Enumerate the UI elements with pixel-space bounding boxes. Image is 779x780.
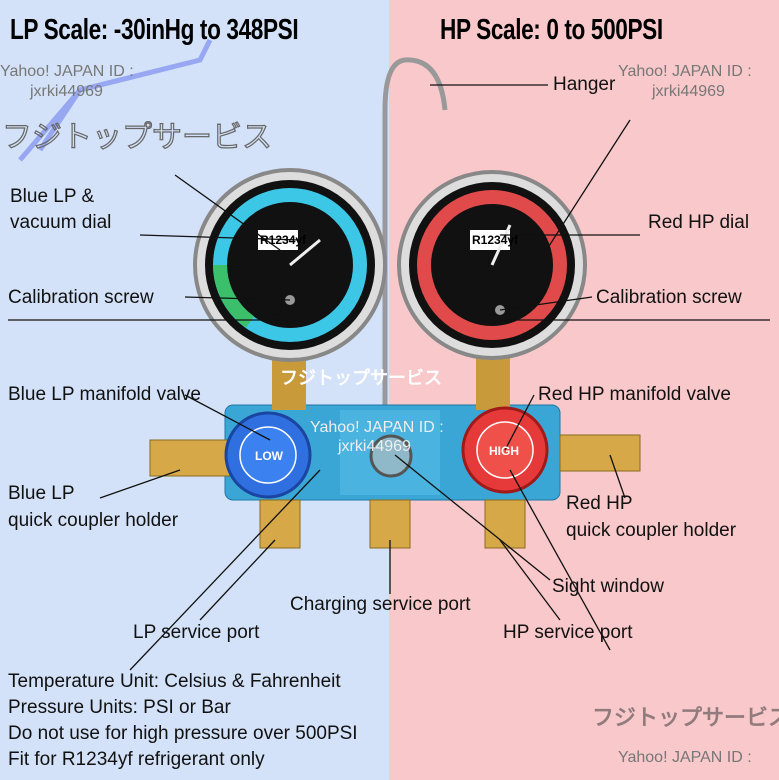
- label-red-hp-dial: Red HP dial: [648, 212, 750, 233]
- note-warning: Do not use for high pressure over 500PSI: [8, 723, 358, 744]
- label-charging-port: Charging service port: [290, 594, 471, 615]
- label-blue-lp: Blue LP &: [10, 186, 95, 207]
- label-hanger: Hanger: [553, 74, 616, 95]
- hanger-hook: [382, 57, 448, 405]
- label-lp-service-port: LP service port: [133, 622, 260, 643]
- hp-scale-title: HP Scale: 0 to 500PSI: [440, 14, 663, 46]
- watermark-brand: フジトップサービス: [1, 120, 272, 154]
- label-red-hp-valve: Red HP manifold valve: [538, 384, 731, 405]
- label-calibration-screw-right: Calibration screw: [596, 287, 742, 308]
- label-blue-lp-coupler: Blue LP: [8, 483, 75, 504]
- watermark-arrow-icon: [18, 38, 213, 162]
- hp-gauge-refrigerant: R1234yf: [472, 233, 519, 247]
- watermark-brand: フジトップサービス: [592, 705, 779, 730]
- lp-gauge-refrigerant: R1234yf: [260, 233, 307, 247]
- lp-service-port: [259, 499, 301, 549]
- leader-lines: [8, 84, 770, 671]
- sight-window: [369, 434, 413, 478]
- label-sight-window: Sight window: [552, 576, 664, 597]
- label-blue-lp-coupler-2: quick coupler holder: [8, 510, 179, 531]
- watermark-brand: フジトップサービス: [280, 368, 442, 388]
- lp-background: [0, 0, 389, 780]
- note-temperature: Temperature Unit: Celsius & Fahrenheit: [8, 671, 341, 692]
- hp-coupler: [559, 434, 641, 472]
- label-calibration-screw-left: Calibration screw: [8, 287, 154, 308]
- watermark-id-value: jxrki44969: [652, 83, 725, 100]
- watermark-id-label: Yahoo! JAPAN ID :: [0, 63, 134, 80]
- hp-service-port: [484, 499, 526, 549]
- low-label: LOW: [255, 449, 283, 463]
- watermark-id-label: Yahoo! JAPAN ID :: [618, 63, 752, 80]
- watermark-id-label: Yahoo! JAPAN ID :: [310, 419, 444, 436]
- hp-gauge: [397, 170, 587, 360]
- lp-scale-title: LP Scale: -30inHg to 348PSI: [10, 14, 299, 46]
- note-refrigerant: Fit for R1234yf refrigerant only: [8, 749, 265, 770]
- hp-background: [389, 0, 779, 780]
- note-pressure: Pressure Units: PSI or Bar: [8, 697, 231, 718]
- watermark-id-value: jxrki44969: [30, 83, 103, 100]
- watermark-id-label: Yahoo! JAPAN ID :: [618, 749, 752, 766]
- lp-coupler: [149, 439, 231, 477]
- lp-gauge: [193, 168, 387, 362]
- label-red-hp-coupler-2: quick coupler holder: [566, 520, 737, 541]
- high-label: HIGH: [489, 444, 519, 458]
- watermark-id-value: jxrki44969: [338, 438, 411, 455]
- label-blue-lp-valve: Blue LP manifold valve: [8, 384, 201, 405]
- label-red-hp-coupler: Red HP: [566, 493, 633, 514]
- label-vacuum-dial: vacuum dial: [10, 212, 112, 233]
- label-hp-service-port: HP service port: [503, 622, 633, 643]
